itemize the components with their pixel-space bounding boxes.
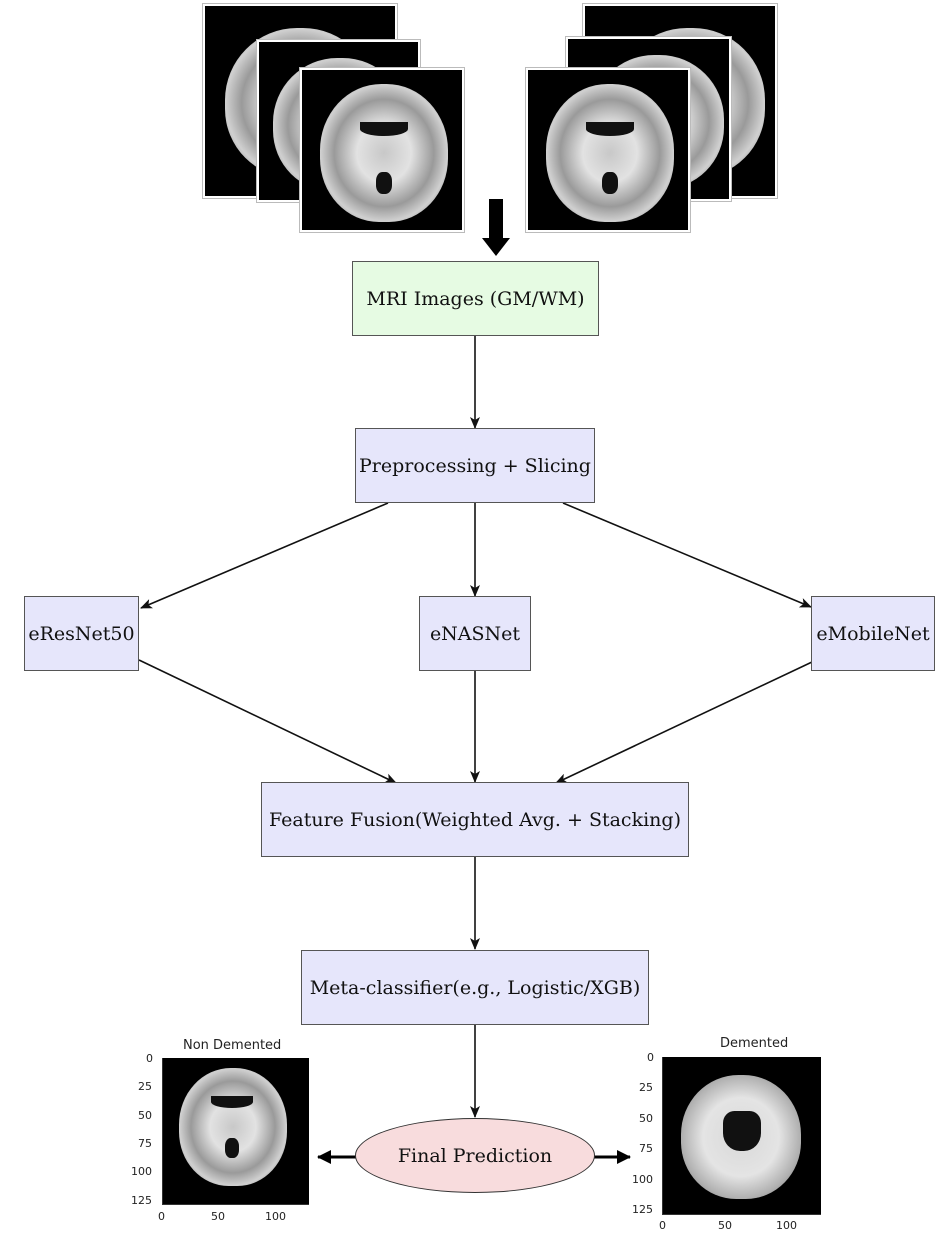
- x-tick: 100: [776, 1219, 797, 1232]
- x-tick: 0: [158, 1210, 165, 1223]
- x-tick: 0: [659, 1219, 666, 1232]
- y-tick: 25: [639, 1081, 653, 1094]
- node-meta-classifier: Meta-classifier(e.g., Logistic/XGB): [301, 950, 649, 1025]
- node-feature-fusion: Feature Fusion(Weighted Avg. + Stacking): [261, 782, 689, 857]
- y-tick: 100: [131, 1165, 152, 1178]
- edge-prep-to-mobilenet: [562, 502, 812, 608]
- mri-slice-front: [299, 67, 465, 233]
- plot-image: [662, 1057, 821, 1215]
- node-label: Preprocessing + Slicing: [359, 454, 591, 477]
- mri-slice-front: [525, 67, 691, 233]
- node-final-prediction: Final Prediction: [355, 1118, 595, 1193]
- x-tick: 50: [211, 1210, 225, 1223]
- y-tick: 75: [639, 1142, 653, 1155]
- plot-image: [162, 1058, 309, 1205]
- y-tick: 50: [639, 1112, 653, 1125]
- y-tick: 125: [131, 1194, 152, 1207]
- edge-resnet-to-fusion: [138, 659, 397, 784]
- node-label: MRI Images (GM/WM): [366, 287, 585, 310]
- y-tick: 75: [138, 1137, 152, 1150]
- node-label: Feature Fusion(Weighted Avg. + Stacking): [269, 808, 681, 831]
- node-preprocessing: Preprocessing + Slicing: [355, 428, 595, 503]
- y-tick: 0: [146, 1052, 153, 1065]
- edge-mobilenet-to-fusion: [555, 661, 813, 784]
- edge-input-to-mri: [482, 199, 510, 256]
- node-label: Meta-classifier(e.g., Logistic/XGB): [309, 976, 641, 999]
- y-tick: 50: [138, 1109, 152, 1122]
- edge-prep-to-resnet: [140, 502, 389, 609]
- node-label: eMobileNet: [816, 622, 930, 645]
- plot-title: Demented: [720, 1036, 789, 1051]
- node-enasnet: eNASNet: [419, 596, 531, 671]
- plot-title: Non Demented: [183, 1038, 282, 1053]
- node-eresnet50: eResNet50: [24, 596, 139, 671]
- node-mri-images: MRI Images (GM/WM): [352, 261, 599, 336]
- node-label: eResNet50: [28, 622, 135, 645]
- y-tick: 0: [647, 1051, 654, 1064]
- x-tick: 100: [265, 1210, 286, 1223]
- y-tick: 25: [138, 1080, 152, 1093]
- y-tick: 100: [632, 1173, 653, 1186]
- node-label: eNASNet: [429, 622, 521, 645]
- x-tick: 50: [718, 1219, 732, 1232]
- node-emobilenet: eMobileNet: [811, 596, 935, 671]
- y-tick: 125: [632, 1203, 653, 1216]
- node-label: Final Prediction: [397, 1144, 553, 1167]
